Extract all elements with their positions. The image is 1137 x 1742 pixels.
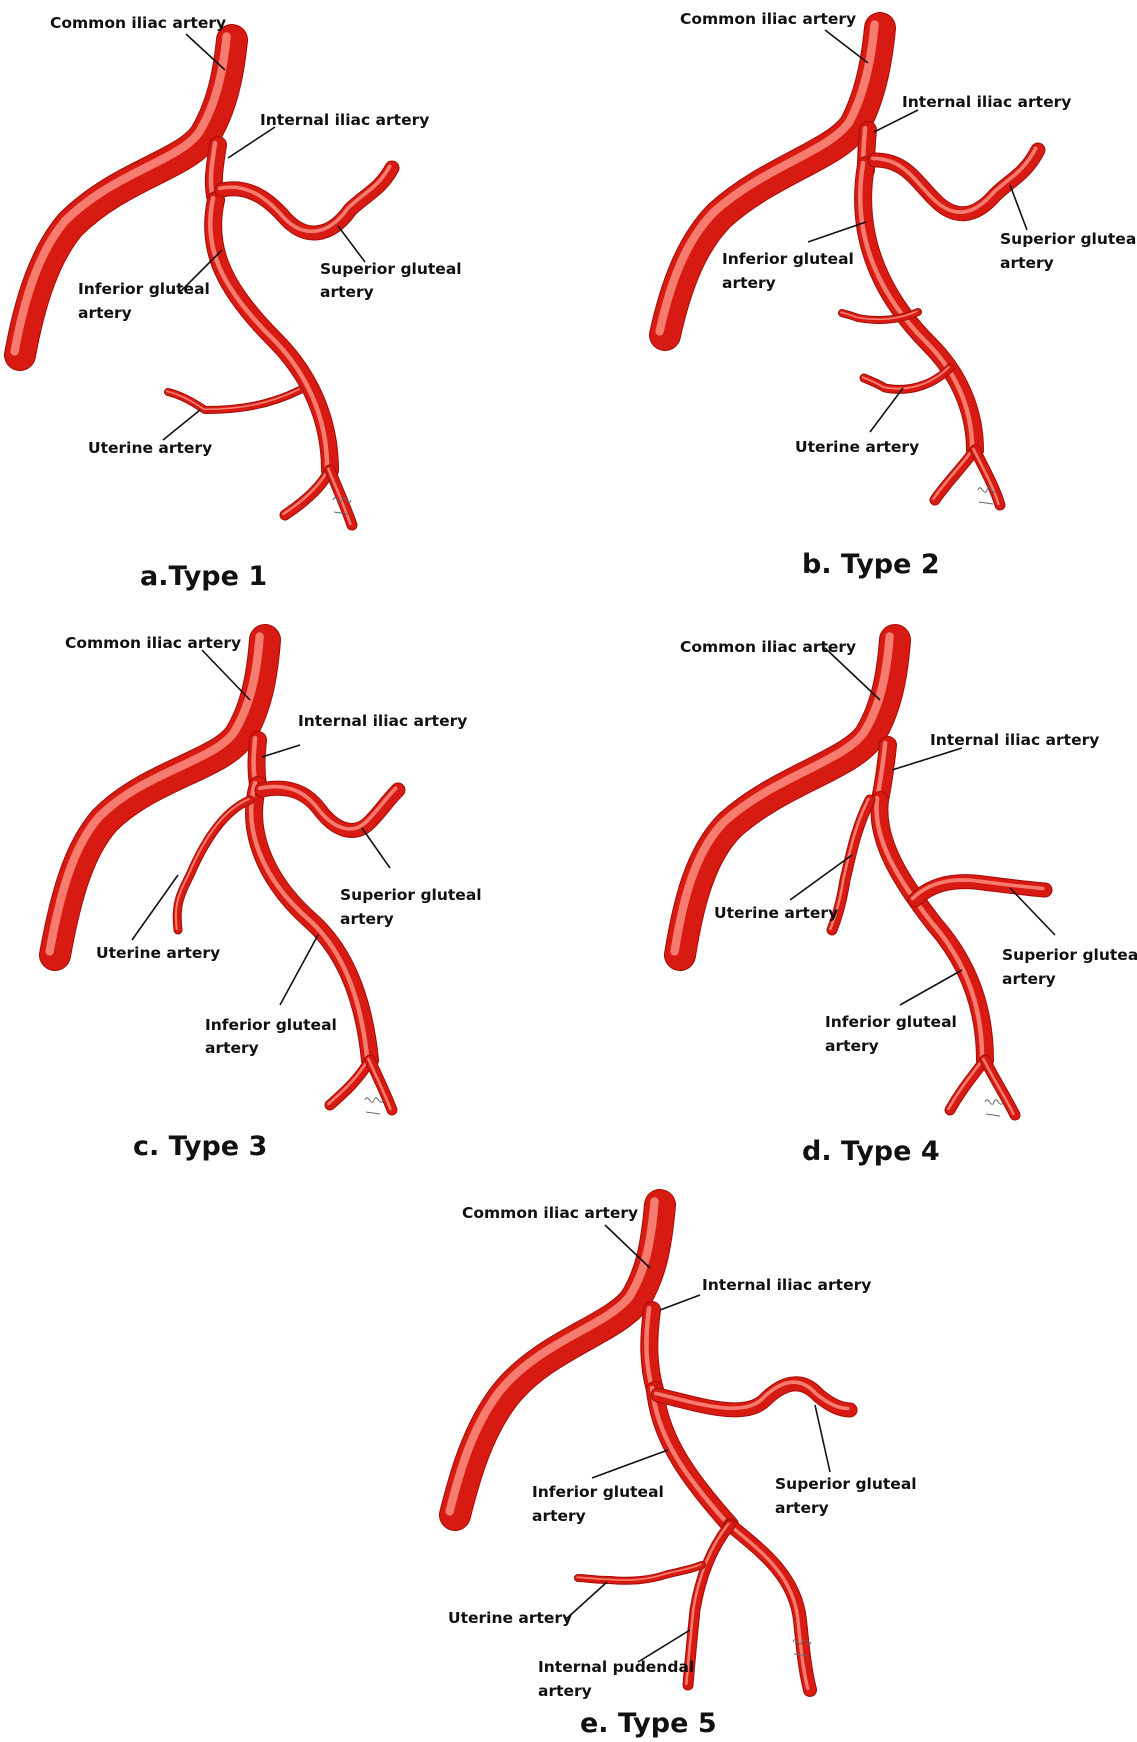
inferior-gluteal-label: Inferior gluteal	[205, 1016, 337, 1034]
inferior-gluteal-label: Inferior gluteal	[825, 1013, 957, 1031]
inferior-gluteal-leader	[280, 935, 318, 1005]
vessel-highlight	[728, 1524, 808, 1689]
uterine-label: Uterine artery	[795, 438, 919, 456]
superior-gluteal-label-2: artery	[1002, 970, 1056, 988]
inferior-gluteal-leader	[900, 970, 962, 1005]
caption-type-5: e. Type 5	[580, 1708, 717, 1739]
inferior-gluteal-label-2: artery	[532, 1507, 586, 1525]
inferior-gluteal-label-2: artery	[78, 304, 132, 322]
uterine-leader	[163, 410, 200, 440]
vessel-highlight	[176, 799, 249, 929]
internal-iliac-leader	[892, 748, 962, 770]
panel-type-3: Common iliac artery Internal iliac arter…	[50, 634, 482, 1162]
common-iliac-label: Common iliac artery	[462, 1204, 638, 1222]
uterine-label: Uterine artery	[88, 439, 212, 457]
vessel-highlight	[948, 1059, 983, 1109]
internal-iliac-leader	[874, 110, 918, 132]
inferior-gluteal-label-2: artery	[722, 274, 776, 292]
common-iliac-leader	[825, 30, 868, 63]
superior-gluteal-label: Superior gluteal	[1000, 230, 1137, 248]
inferior-gluteal-label: Inferior gluteal	[532, 1483, 664, 1501]
vessel-highlight	[983, 1059, 1013, 1114]
superior-gluteal-leader	[815, 1405, 830, 1472]
superior-gluteal-leader	[338, 226, 365, 262]
uterine-leader	[870, 388, 903, 432]
inferior-gluteal-label-2: artery	[205, 1039, 259, 1057]
vessel-highlight	[973, 449, 998, 504]
superior-gluteal-label: Superior gluteal	[320, 260, 462, 278]
uterine-vessel	[177, 800, 250, 930]
caption-type-4: d. Type 4	[802, 1136, 940, 1167]
internal-iliac-leader	[660, 1295, 700, 1310]
inferior-gluteal-label-2: artery	[825, 1037, 879, 1055]
vessel-rim	[177, 800, 250, 930]
artist-signature	[365, 1098, 383, 1114]
distal-branch-left	[935, 450, 975, 500]
caption-type-2: b. Type 2	[802, 549, 940, 580]
common-iliac-label: Common iliac artery	[680, 10, 856, 28]
vessel-highlight	[254, 738, 256, 783]
uterine-label: Uterine artery	[96, 944, 220, 962]
common-iliac-vessel	[55, 640, 265, 955]
superior-gluteal-label: Superior gluteal	[1002, 946, 1137, 964]
superior-gluteal-vessel	[222, 168, 392, 233]
uterine-label: Uterine artery	[448, 1609, 572, 1627]
superior-gluteal-label-2: artery	[320, 283, 374, 301]
common-iliac-label: Common iliac artery	[65, 634, 241, 652]
vessel-highlight	[328, 469, 350, 524]
panel-type-4: Common iliac artery Internal iliac arter…	[675, 636, 1137, 1167]
vessel-highlight	[933, 449, 973, 499]
superior-gluteal-label-2: artery	[775, 1499, 829, 1517]
internal-iliac-leader	[262, 745, 300, 757]
inferior-gluteal-vessel	[730, 1525, 810, 1690]
distal-branch-left	[950, 1060, 985, 1110]
uterine-leader	[132, 875, 178, 940]
inferior-gluteal-label: Inferior gluteal	[78, 280, 210, 298]
common-iliac-leader	[202, 650, 250, 700]
panel-type-2: Common iliac artery Internal iliac arter…	[660, 10, 1137, 580]
superior-gluteal-label: Superior gluteal	[340, 886, 482, 904]
superior-gluteal-vessel	[875, 150, 1038, 214]
caption-type-1: a.Type 1	[140, 561, 267, 592]
internal-iliac-label: Internal iliac artery	[298, 712, 467, 730]
panel-type-1: Common iliac artery Internal iliac arter…	[15, 14, 462, 592]
inferior-gluteal-label: Inferior gluteal	[722, 250, 854, 268]
common-iliac-label: Common iliac artery	[680, 638, 856, 656]
internal-iliac-leader	[228, 127, 275, 158]
internal-pudendal-label: Internal pudendal	[538, 1658, 694, 1676]
internal-iliac-label: Internal iliac artery	[702, 1276, 871, 1294]
internal-iliac-label: Internal iliac artery	[930, 731, 1099, 749]
internal-pudendal-label-2: artery	[538, 1682, 592, 1700]
common-iliac-label: Common iliac artery	[50, 14, 226, 32]
uterine-label: Uterine artery	[714, 904, 838, 922]
caption-type-3: c. Type 3	[133, 1131, 267, 1162]
internal-iliac-label: Internal iliac artery	[902, 93, 1071, 111]
superior-gluteal-leader	[1010, 185, 1027, 230]
superior-gluteal-label: Superior gluteal	[775, 1475, 917, 1493]
common-iliac-vessel	[455, 1205, 660, 1515]
inferior-gluteal-leader	[592, 1450, 668, 1478]
superior-gluteal-label-2: artery	[340, 910, 394, 928]
artist-signature	[985, 1100, 1003, 1116]
internal-iliac-label: Internal iliac artery	[260, 111, 429, 129]
panel-type-5: Common iliac artery Internal iliac arter…	[448, 1201, 917, 1739]
superior-gluteal-leader	[362, 828, 390, 868]
superior-gluteal-label-2: artery	[1000, 254, 1054, 272]
